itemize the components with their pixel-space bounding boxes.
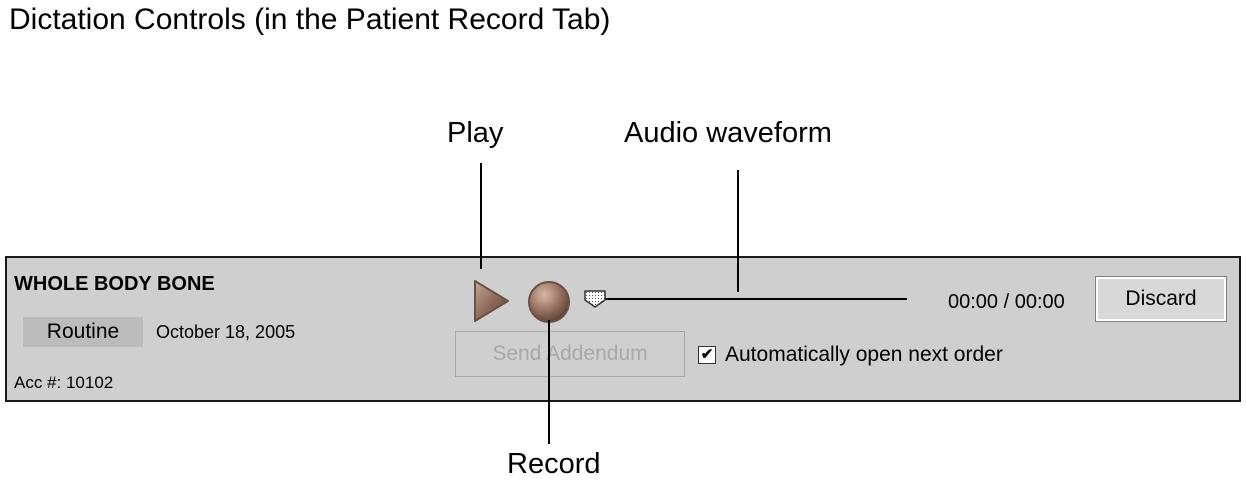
leader-line-record (548, 320, 550, 444)
checkmark-icon: ✔ (700, 346, 714, 363)
time-readout: 00:00 / 00:00 (948, 291, 1065, 313)
play-icon (474, 280, 509, 322)
auto-open-checkbox[interactable]: ✔ (698, 346, 716, 364)
auto-open-label[interactable]: Automatically open next order (725, 343, 1003, 366)
accession-number: Acc #: 10102 (14, 373, 114, 392)
callout-audio-waveform: Audio waveform (624, 117, 832, 149)
record-icon (528, 281, 570, 323)
callout-play: Play (447, 117, 504, 149)
leader-line-waveform (737, 170, 739, 292)
position-marker-icon[interactable] (584, 290, 606, 308)
record-button[interactable] (527, 280, 571, 324)
callout-record: Record (507, 448, 601, 480)
send-addendum-button[interactable]: Send Addendum (455, 331, 685, 377)
discard-button[interactable]: Discard (1095, 276, 1227, 322)
audio-waveform[interactable] (583, 286, 907, 310)
priority-badge: Routine (23, 317, 143, 347)
exam-name: WHOLE BODY BONE (14, 273, 215, 295)
page-title: Dictation Controls (in the Patient Recor… (9, 3, 611, 36)
leader-line-play (480, 163, 482, 269)
dictation-panel: WHOLE BODY BONE Routine October 18, 2005… (5, 256, 1241, 402)
play-button[interactable] (471, 278, 511, 324)
order-date: October 18, 2005 (156, 322, 296, 342)
